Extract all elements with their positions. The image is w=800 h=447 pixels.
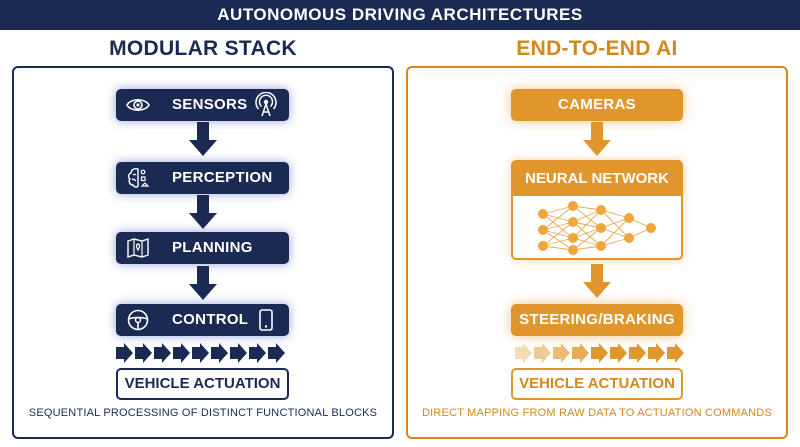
down-arrow-5 xyxy=(583,264,611,298)
cameras-block: CAMERAS xyxy=(511,89,683,121)
diagram-title: AUTONOMOUS DRIVING ARCHITECTURES xyxy=(0,0,800,30)
flow-chevrons-right xyxy=(515,343,684,363)
end-to-end-caption: DIRECT MAPPING FROM RAW DATA TO ACTUATIO… xyxy=(421,407,772,419)
vehicle-actuation-right: VEHICLE ACTUATION xyxy=(511,368,683,400)
planning-block: PLANNING xyxy=(116,232,289,264)
vehicle-actuation-left: VEHICLE ACTUATION xyxy=(116,368,289,400)
map-icon xyxy=(127,238,149,258)
down-arrow-4 xyxy=(583,122,611,156)
brain-icon xyxy=(127,168,150,188)
modular-stack-panel xyxy=(12,66,394,439)
sensors-label: SENSORS xyxy=(172,96,248,113)
control-label: CONTROL xyxy=(172,311,249,328)
flow-chevrons-left xyxy=(116,343,285,363)
end-to-end-panel xyxy=(406,66,788,439)
down-arrow-1 xyxy=(189,122,217,156)
antenna-icon xyxy=(255,92,277,117)
perception-label: PERCEPTION xyxy=(172,169,273,186)
planning-label: PLANNING xyxy=(172,239,253,256)
neural-network-icon xyxy=(538,201,656,255)
steering-wheel-icon xyxy=(127,309,149,331)
phone-icon xyxy=(259,309,273,331)
control-block: CONTROL xyxy=(116,304,289,336)
down-arrow-2 xyxy=(189,195,217,229)
eye-icon xyxy=(126,98,150,112)
perception-block: PERCEPTION xyxy=(116,162,289,194)
neural-network-label: NEURAL NETWORK xyxy=(513,162,681,196)
modular-caption: SEQUENTIAL PROCESSING OF DISTINCT FUNCTI… xyxy=(28,407,378,419)
down-arrow-3 xyxy=(189,266,217,300)
modular-stack-heading: MODULAR STACK xyxy=(109,37,297,60)
neural-network-block: NEURAL NETWORK xyxy=(511,160,683,260)
steering-braking-block: STEERING/BRAKING xyxy=(511,304,683,336)
sensors-block: SENSORS xyxy=(116,89,289,121)
end-to-end-heading: END-TO-END AI xyxy=(516,37,678,60)
